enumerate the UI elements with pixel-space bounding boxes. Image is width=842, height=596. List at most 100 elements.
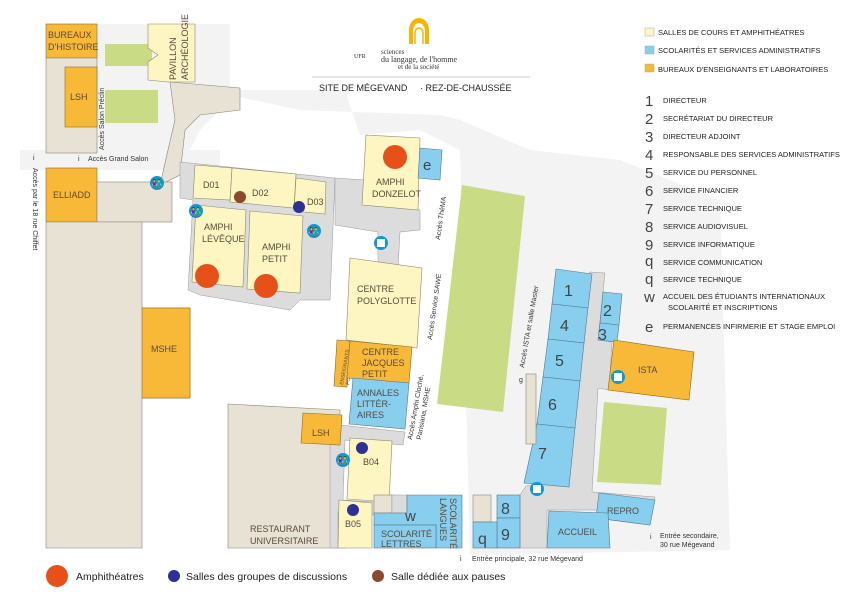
- room-label: D02: [252, 188, 269, 198]
- room-label: 5: [555, 353, 564, 370]
- logo-text: du langage, de l'homme: [381, 55, 458, 64]
- room-label: q: [478, 531, 487, 548]
- restroom-icon: 👫: [336, 453, 350, 467]
- central-lawn: [437, 185, 525, 412]
- svg-text:👫: 👫: [151, 178, 162, 189]
- room-q: [472, 521, 498, 549]
- room-label: PETIT: [362, 369, 388, 379]
- room-label: LSH: [70, 92, 88, 102]
- room-label: 3: [598, 327, 607, 344]
- svg-text:👫: 👫: [337, 455, 348, 466]
- room-label: D01: [203, 180, 220, 190]
- room-repro: [595, 492, 656, 526]
- room-elliadd: [45, 167, 98, 223]
- room-label: REPRO: [607, 506, 639, 516]
- svg-text:e: e: [645, 319, 653, 336]
- room-label: 6: [548, 397, 557, 414]
- room-label: D03: [307, 197, 324, 207]
- svg-text:PERMANENCES INFIRMERIE ET STAG: PERMANENCES INFIRMERIE ET STAGE EMPLOI: [663, 322, 835, 331]
- info-marker: i: [78, 156, 80, 163]
- discussion-room-marker: [356, 442, 368, 454]
- ufr-logo: [409, 18, 429, 44]
- room-label: 8: [501, 501, 510, 518]
- amphitheatre-marker: [383, 145, 407, 169]
- room-lsh: [64, 66, 98, 128]
- logo-ufr: UFR: [354, 54, 366, 60]
- room-label: 1: [564, 283, 573, 300]
- svg-text:Amphithéatres: Amphithéatres: [76, 571, 144, 583]
- legend-colors: SALLES DE COURS ET AMPHITHÉATRES SCOLARI…: [644, 27, 828, 74]
- svg-text:👫: 👫: [308, 226, 319, 237]
- room-label: ANNALES: [357, 388, 399, 398]
- svg-text:Salle dédiée aux pauses: Salle dédiée aux pauses: [391, 571, 505, 583]
- svg-text:SERVICE AUDIOVISUEL: SERVICE AUDIOVISUEL: [663, 222, 748, 231]
- room-b04: [346, 437, 393, 503]
- svg-text:SCOLARITÉS ET SERVICES ADMINIS: SCOLARITÉS ET SERVICES ADMINISTRATIFS: [658, 46, 821, 55]
- svg-text:SERVICE TECHNIQUE: SERVICE TECHNIQUE: [663, 204, 742, 213]
- room-label: 9: [501, 527, 510, 544]
- room-e: [417, 147, 443, 181]
- amphitheatre-marker: [254, 274, 278, 298]
- lawn: [105, 44, 152, 66]
- access-label: Accès Salon Préclin: [99, 88, 106, 150]
- svg-text:SERVICE DU PERSONNEL: SERVICE DU PERSONNEL: [663, 168, 757, 177]
- svg-text:BUREAUX D'ENSEIGNANTS ET LABOR: BUREAUX D'ENSEIGNANTS ET LABORATOIRES: [658, 65, 828, 74]
- room-amphi-petit: [246, 210, 304, 294]
- legend-markers: Amphithéatres Salles des groupes de disc…: [46, 565, 505, 587]
- room-b05: [337, 499, 373, 549]
- building-block: [373, 494, 393, 514]
- building-block: [525, 373, 537, 445]
- svg-text:7: 7: [645, 201, 653, 218]
- svg-text:SERVICE INFORMATIQUE: SERVICE INFORMATIQUE: [663, 240, 755, 249]
- svg-text:6: 6: [645, 183, 653, 200]
- svg-text:9: 9: [645, 237, 653, 254]
- room-label: LÉVÊQUE: [202, 234, 245, 244]
- access-label: Entrée principale, 32 rue Mégevand: [472, 556, 583, 563]
- svg-text:5: 5: [645, 165, 653, 182]
- room-label: MSHE: [151, 344, 177, 354]
- room-label: AIRES: [357, 410, 384, 420]
- room-pavillon-archeologie: [147, 23, 196, 83]
- room-7: [523, 423, 576, 488]
- site-title: SITE DE MÉGEVAND: [319, 83, 408, 93]
- room-label: ARCHÉOLOGIE: [180, 14, 190, 80]
- amphitheatre-marker: [195, 264, 219, 288]
- elevator-icon: [611, 370, 625, 384]
- restroom-icon: 👫: [307, 224, 321, 238]
- discussion-room-marker: [347, 504, 359, 516]
- room-6: [536, 376, 581, 429]
- info-marker: i: [460, 556, 462, 563]
- discussion-room-marker: [293, 201, 305, 213]
- room-label: SCOLARITÉ: [381, 529, 432, 539]
- room-label: LITTÉR-: [357, 399, 391, 409]
- elevator-icon: [374, 236, 388, 250]
- lawn: [597, 402, 667, 485]
- room-label: PETIT: [262, 254, 288, 264]
- info-marker: i: [650, 534, 652, 541]
- svg-text:4: 4: [645, 147, 653, 164]
- svg-text:2: 2: [645, 111, 653, 128]
- access-label: Accès ThéMA: [435, 196, 448, 240]
- svg-text:Salles des groupes de discussi: Salles des groupes de discussions: [186, 571, 347, 583]
- pause-room-marker: [234, 191, 246, 203]
- svg-text:q: q: [645, 271, 653, 288]
- room-label: AMPHI: [262, 242, 291, 252]
- svg-text:SALLES DE COURS ET AMPHITHÉATR: SALLES DE COURS ET AMPHITHÉATRES: [658, 28, 804, 37]
- svg-text:SCOLARITÉ ET INSCRIPTIONS: SCOLARITÉ ET INSCRIPTIONS: [668, 303, 777, 312]
- svg-text:ACCUEIL DES ÉTUDIANTS INTERNAT: ACCUEIL DES ÉTUDIANTS INTERNATIONAUX: [663, 292, 825, 301]
- room-lsh-2: [300, 412, 343, 446]
- room-label: e: [423, 157, 431, 174]
- logo-text: sciences: [381, 48, 405, 56]
- svg-text:q: q: [645, 253, 653, 270]
- room-label: B05: [345, 519, 361, 529]
- info-marker: i: [33, 155, 35, 162]
- room-label: PAVILLON: [168, 37, 178, 80]
- access-marker: g: [519, 377, 523, 384]
- room-label: POLYGLOTTE: [357, 296, 416, 306]
- building-block: [159, 81, 241, 186]
- svg-text:1: 1: [645, 93, 653, 110]
- room-label: AMPHI: [376, 177, 405, 187]
- access-label: 30 rue Mégevand: [660, 542, 715, 549]
- room-enseignants-polyglotte: [333, 339, 351, 388]
